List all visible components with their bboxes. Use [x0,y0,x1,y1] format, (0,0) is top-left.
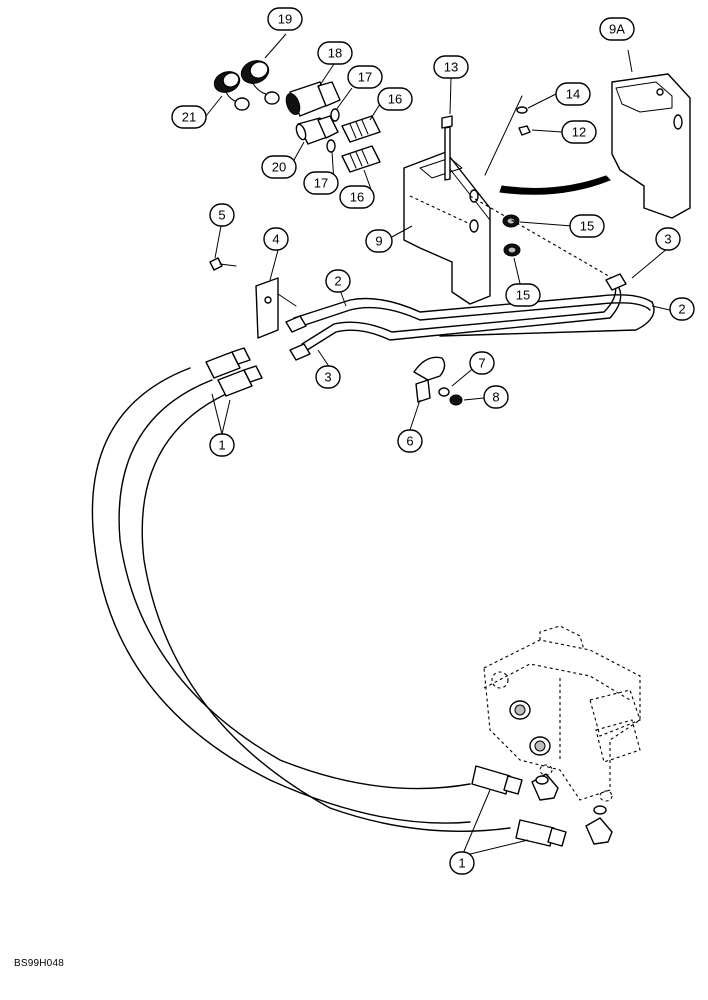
adapter-16 [341,115,381,173]
bolt-13 [441,115,453,181]
callout-8: 8 [483,385,509,409]
svg-text:16: 16 [350,190,364,205]
callout-9A: 9A [599,17,635,41]
callout-6: 6 [397,429,423,453]
dust-cap-19 [240,60,280,105]
nut-8 [449,394,463,406]
nut-12 [518,125,531,136]
callout-15: 15 [569,214,605,238]
hose-1 [91,367,511,832]
callout-21: 21 [171,105,207,129]
svg-text:9A: 9A [609,22,625,37]
callout-3: 3 [315,365,341,389]
svg-text:18: 18 [328,46,342,61]
callout-16: 16 [339,185,375,209]
bracket-9A [611,73,691,219]
clamp-6 [413,356,446,403]
callout-17: 17 [347,65,383,89]
hose-fitting [205,347,567,847]
svg-text:8: 8 [492,390,499,405]
control-valve [483,625,641,802]
bulkhead-nut-15 [502,214,521,257]
callout-9: 9 [365,229,393,253]
callout-20: 20 [261,155,297,179]
elbow-fitting [531,773,613,845]
svg-text:14: 14 [566,87,580,102]
washer-14 [516,106,528,114]
svg-text:3: 3 [664,232,671,247]
tube-2 [293,294,655,337]
callout-13: 13 [433,55,469,79]
callout-4: 4 [263,227,289,251]
callout-2: 2 [669,297,695,321]
supersedes-arrow [499,175,611,195]
hardware-leader [484,95,523,176]
callout-15: 15 [505,283,541,307]
svg-text:20: 20 [272,160,286,175]
quick-coupler-20 [295,115,339,145]
svg-text:3: 3 [324,370,331,385]
callout-7: 7 [469,351,495,375]
svg-text:6: 6 [406,434,413,449]
callout-12: 12 [561,120,597,144]
svg-text:1: 1 [218,438,225,453]
quick-coupler-18 [285,81,341,117]
svg-text:15: 15 [516,288,530,303]
callout-18: 18 [317,41,353,65]
callout-2: 2 [325,269,351,293]
bolt-5 [209,257,237,271]
bracket-9 [403,151,491,305]
svg-text:16: 16 [388,92,402,107]
svg-text:1: 1 [458,856,465,871]
svg-text:19: 19 [278,12,292,27]
o-ring-17 [326,108,340,153]
svg-text:13: 13 [444,60,458,75]
svg-text:9: 9 [375,234,382,249]
svg-text:7: 7 [478,356,485,371]
callout-1: 1 [209,433,235,457]
svg-text:5: 5 [218,208,225,223]
callout-1: 1 [449,851,475,875]
svg-text:2: 2 [334,274,341,289]
svg-text:15: 15 [580,219,594,234]
washer-7 [438,387,450,397]
callout-14: 14 [555,82,591,106]
tube-3 [301,281,622,353]
leader-lines [205,33,671,857]
dust-cap-21 [213,71,250,111]
plate-4 [255,277,297,339]
svg-text:21: 21 [182,110,196,125]
tube-nut [285,273,627,361]
callout-5: 5 [209,203,235,227]
svg-text:17: 17 [358,70,372,85]
callout-3: 3 [655,227,681,251]
svg-text:4: 4 [272,232,279,247]
callout-16: 16 [377,87,413,111]
callout-17: 17 [303,171,339,195]
figure-reference: BS99H048 [14,958,64,969]
svg-text:12: 12 [572,125,586,140]
svg-text:17: 17 [314,176,328,191]
svg-text:2: 2 [678,302,685,317]
callout-19: 19 [267,7,303,31]
